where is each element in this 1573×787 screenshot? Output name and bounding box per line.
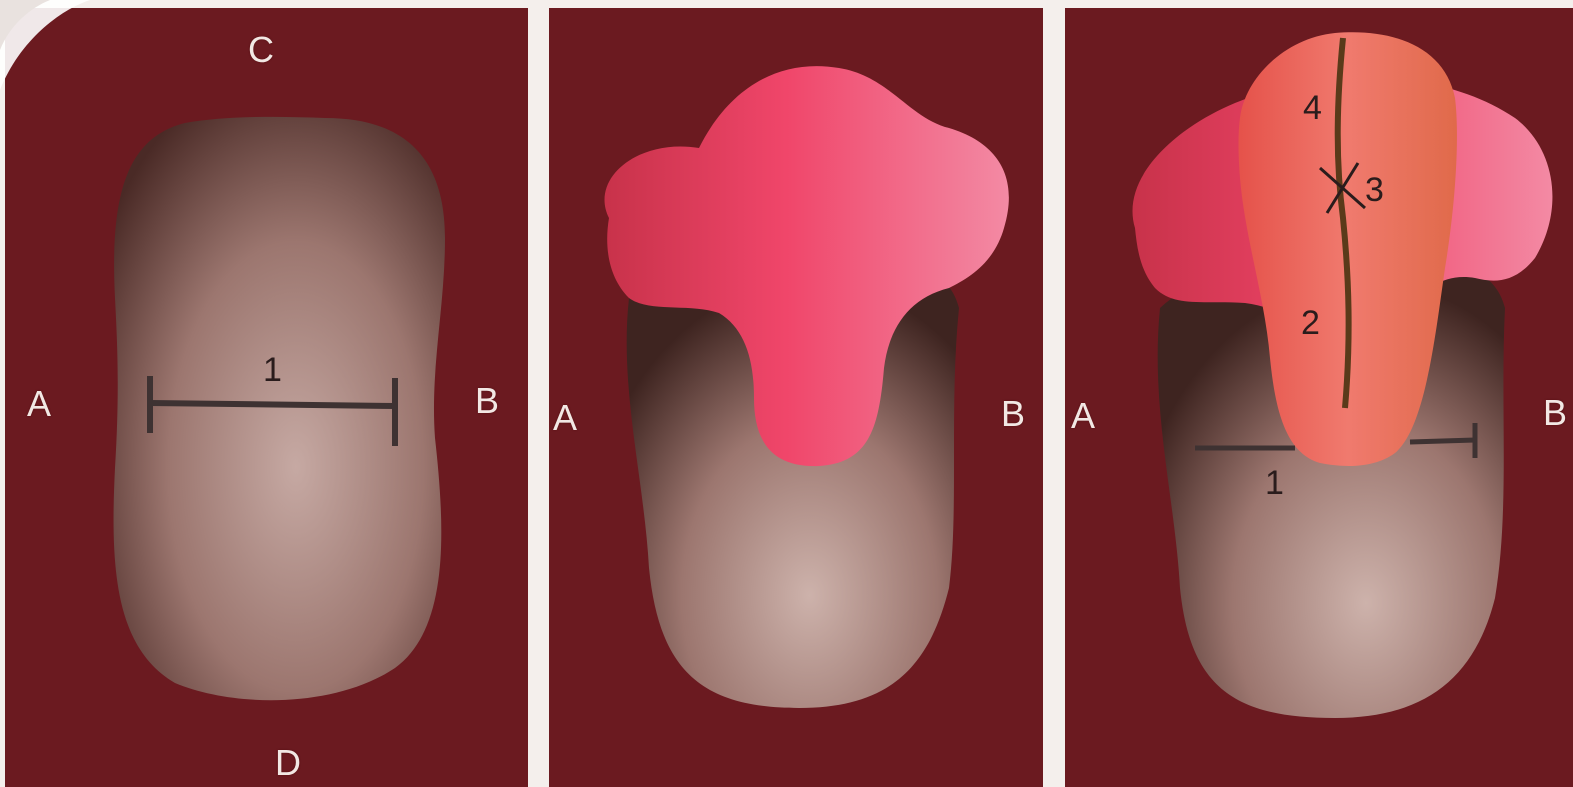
number-1: 1 (263, 353, 282, 387)
label-a: A (553, 400, 577, 436)
label-d: D (275, 745, 301, 781)
label-a: A (27, 386, 51, 422)
label-c: C (248, 32, 274, 68)
number-3: 3 (1365, 173, 1384, 207)
label-a: A (1071, 398, 1095, 434)
page-curl-decoration (0, 0, 90, 90)
panel-1: C A B D 1 (5, 8, 528, 787)
number-4: 4 (1303, 91, 1322, 125)
label-b: B (1001, 396, 1025, 432)
number-2: 2 (1301, 306, 1320, 340)
incision-line-right (1410, 440, 1475, 442)
panel-2: A B (549, 8, 1043, 787)
label-b: B (475, 383, 499, 419)
panel-1-illustration (5, 8, 528, 787)
panel-2-illustration (549, 8, 1043, 787)
panel-3: A B 4 3 2 1 (1065, 8, 1573, 787)
incision-line (150, 403, 395, 406)
number-1: 1 (1265, 466, 1284, 500)
label-b: B (1543, 395, 1567, 431)
